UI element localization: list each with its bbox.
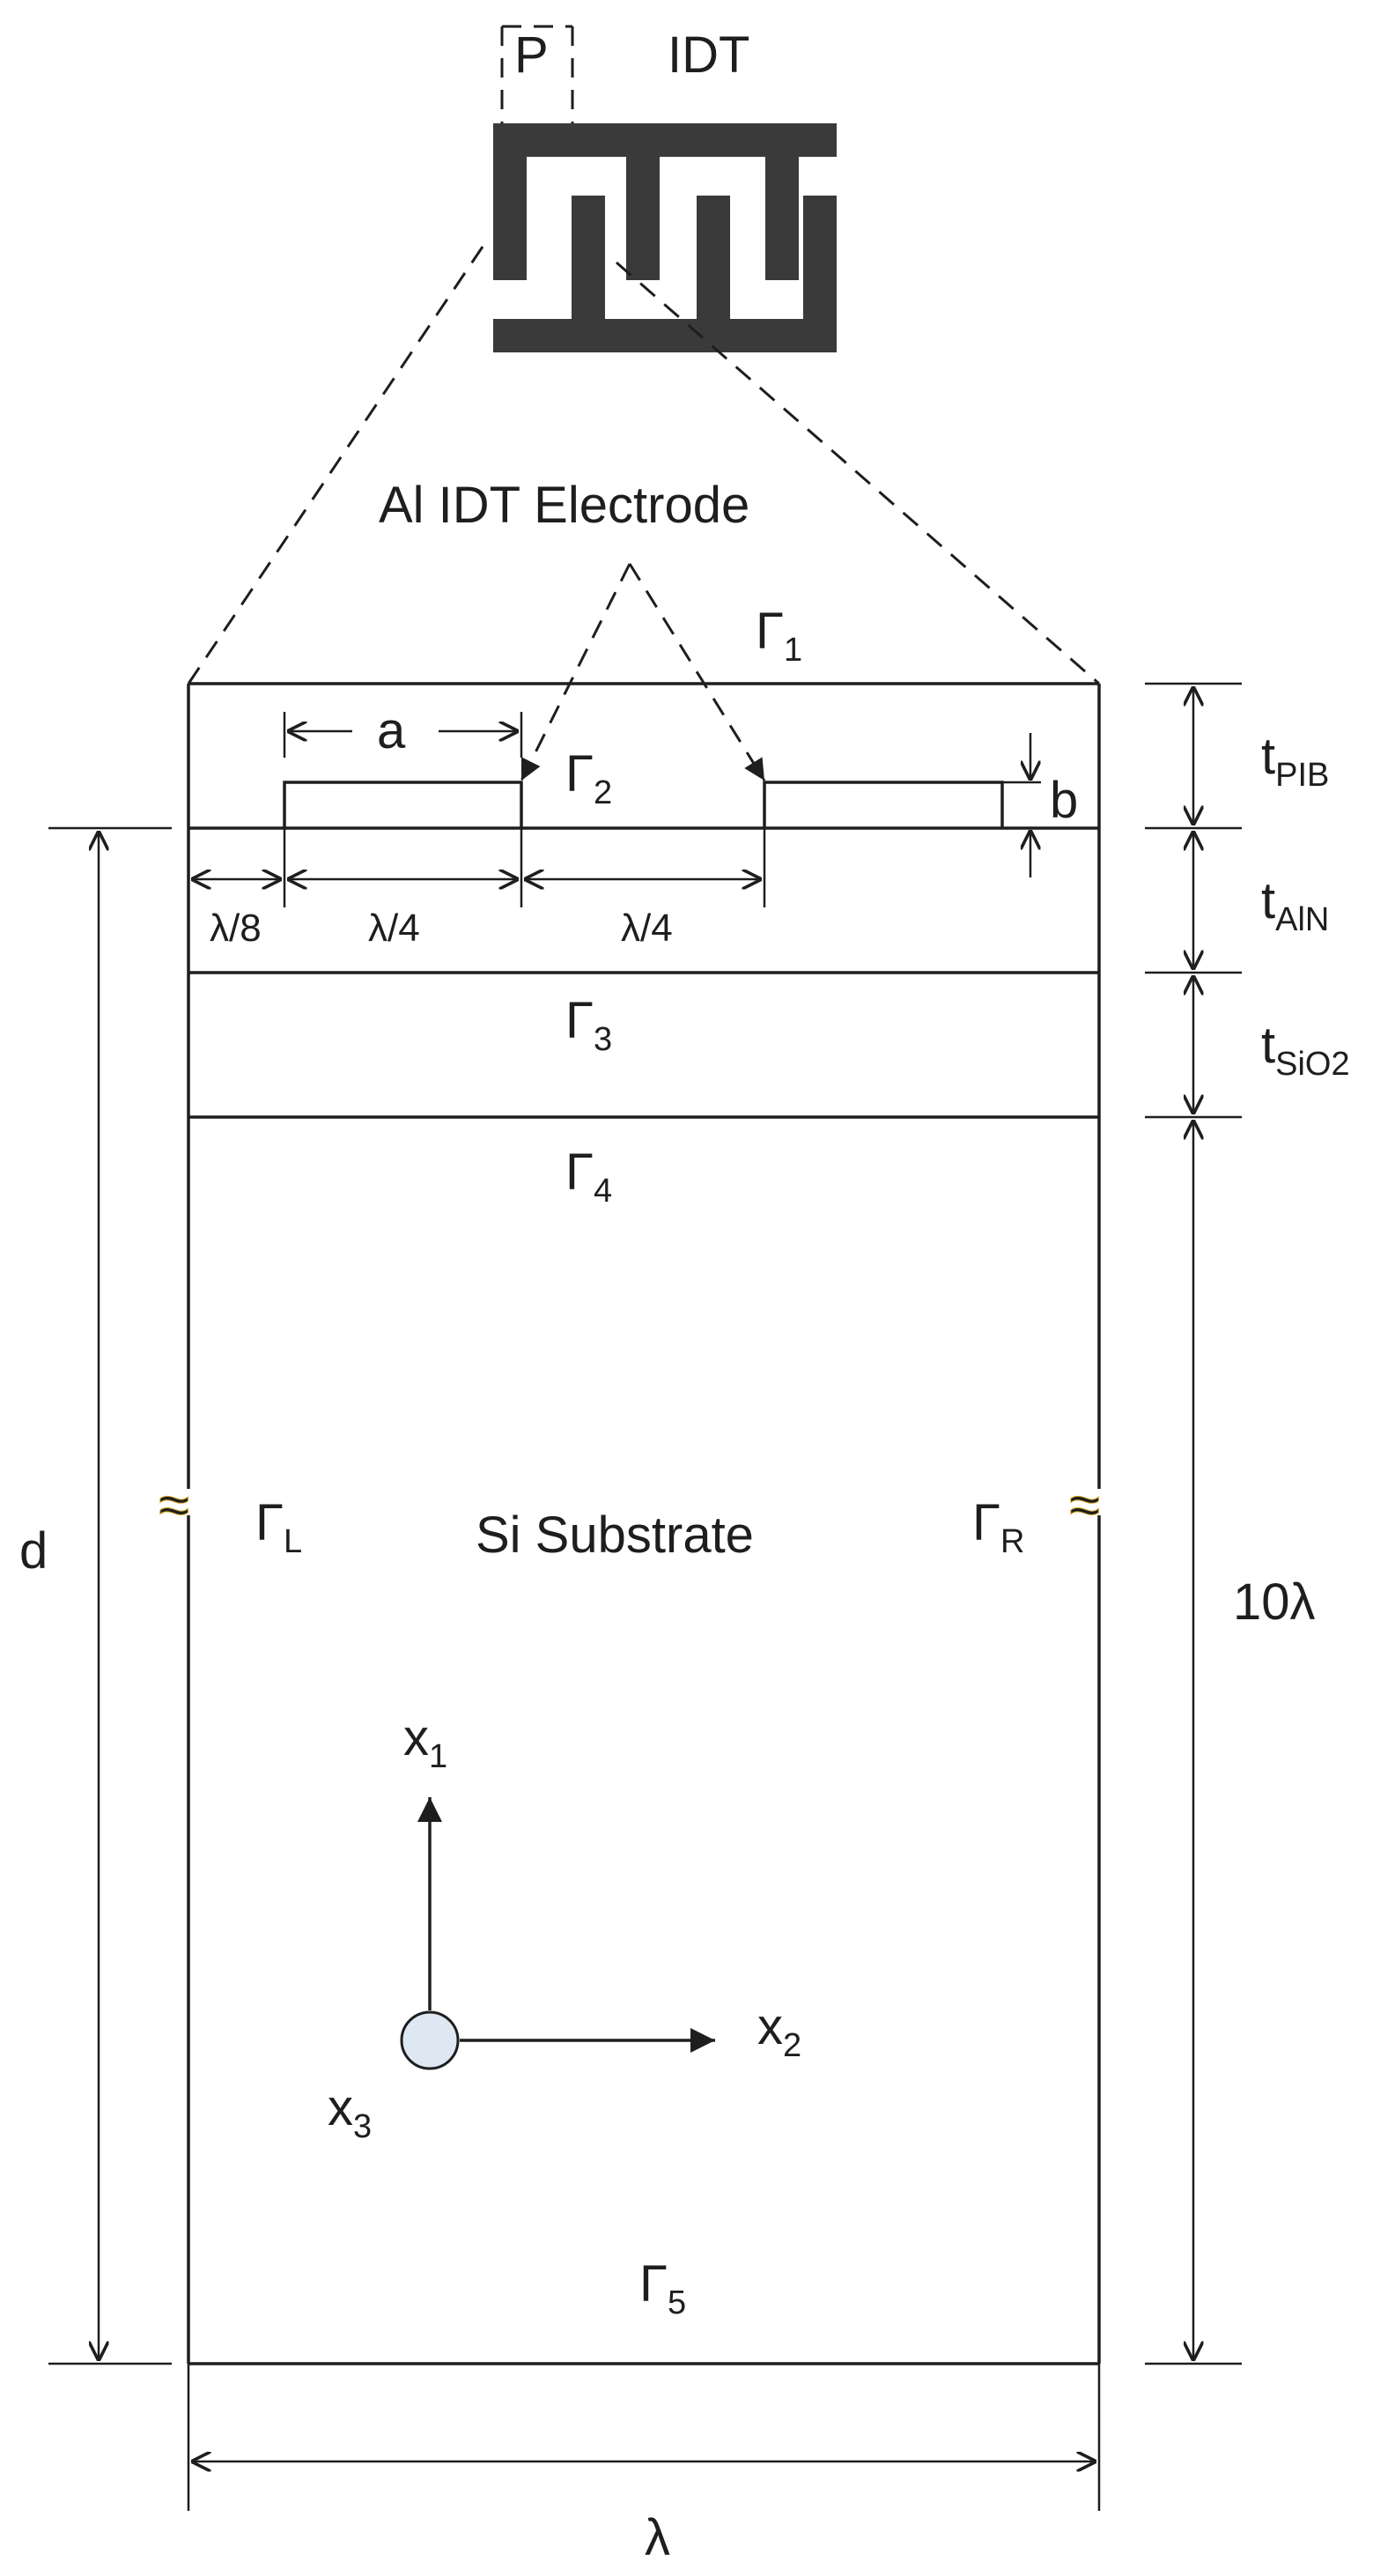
gamma5-label: Γ5 [639,2255,686,2321]
dimension-d [48,826,172,2365]
dimension-lambda [187,2364,1101,2511]
x1-label: x1 [403,1709,447,1775]
electrode-label: Al IDT Electrode [379,477,749,534]
t-pib-label: tPIB [1261,728,1329,794]
x2-label: x2 [757,1998,801,2064]
gamma2-label: Γ2 [565,745,612,811]
gammaL-label: ΓL [255,1494,302,1560]
thickness-dims [1145,682,1242,2365]
gamma1-label: Γ1 [756,603,802,669]
dimension-a [283,712,523,758]
period-label: P [514,26,549,84]
d-label: d [19,1522,48,1580]
x3-axis-origin [400,2010,460,2070]
lambda8-label: λ/8 [210,907,262,950]
break-symbol-left: ≈ [159,1473,189,1536]
gamma3-label: Γ3 [565,992,612,1058]
coordinate-axes [400,1797,715,2070]
lambda4-label-2: λ/4 [621,907,673,950]
ten-lambda-label: 10λ [1233,1573,1316,1631]
dim-b-label: b [1050,772,1078,829]
electrode-cross-sections [283,781,1004,828]
x3-label: x3 [328,2079,372,2145]
lambda-label: λ [645,2509,670,2566]
t-aln-label: tAlN [1261,872,1329,938]
period-dashed-box [500,25,574,123]
layer-stack [187,682,1101,2365]
dim-a-label: a [377,702,406,759]
electrode-pointer-right [628,563,766,781]
gamma4-label: Γ4 [565,1144,612,1210]
electrode-spacing-dims [191,828,766,907]
t-sio2-label: tSiO2 [1261,1017,1350,1083]
electrode-pointer-left [520,563,631,781]
idt-top-view [493,123,837,352]
dimension-b [1002,733,1041,877]
gammaR-label: ΓR [972,1494,1024,1560]
break-symbol-right: ≈ [1069,1473,1100,1536]
zoom-dashed-lines [187,246,1100,685]
lambda4-label-1: λ/4 [368,907,420,950]
idt-label: IDT [668,26,749,84]
substrate-label: Si Substrate [476,1506,754,1564]
